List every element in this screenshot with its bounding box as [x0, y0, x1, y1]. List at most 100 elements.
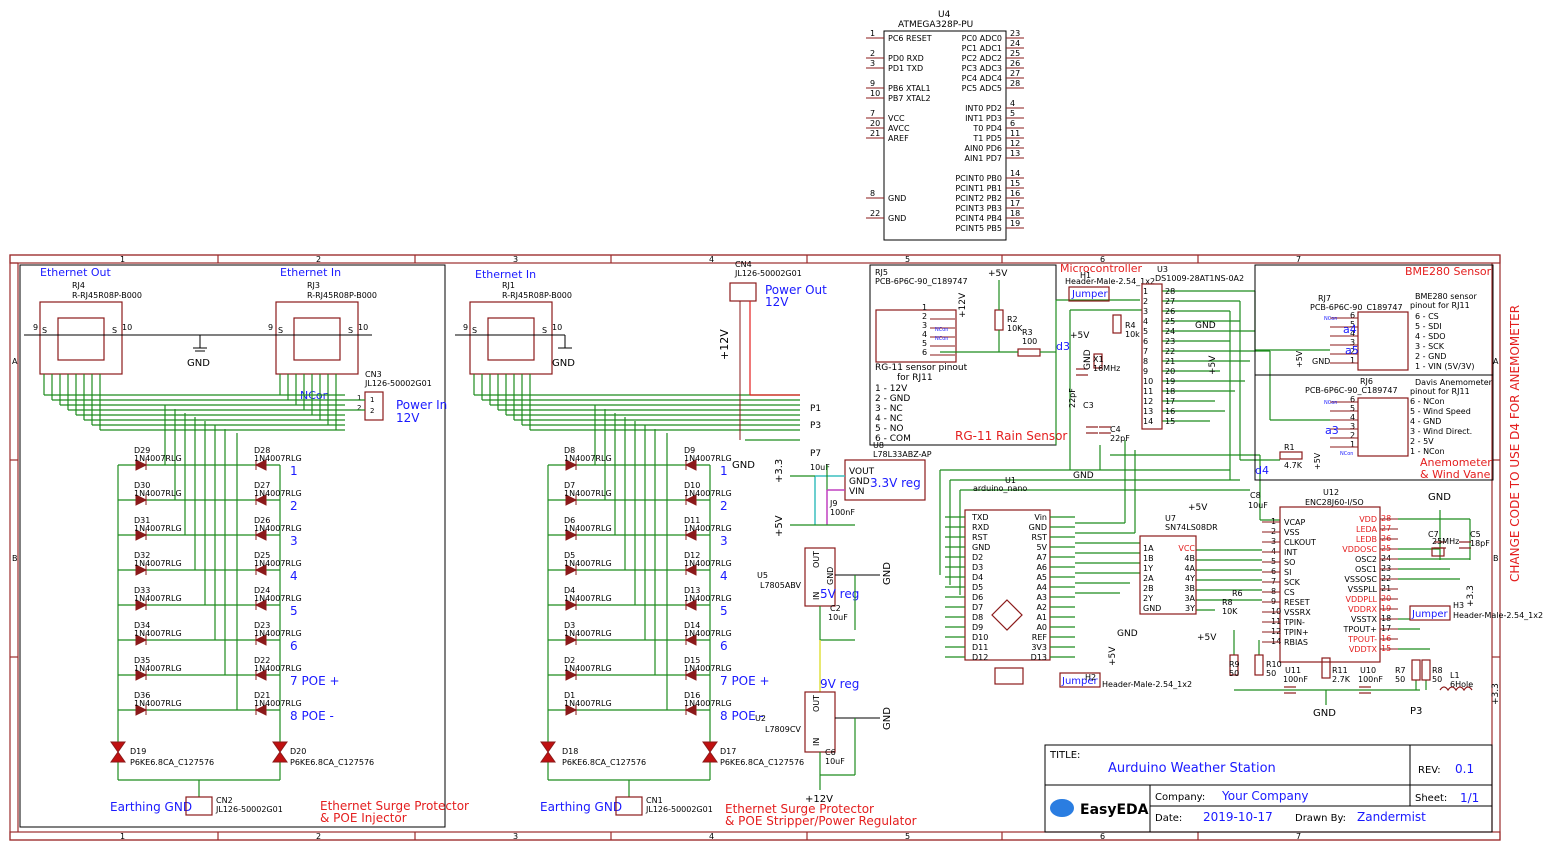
power-out-label: Power Out: [765, 283, 827, 297]
pair-label: 2: [290, 499, 298, 513]
enc-pin-right: LEDA: [1356, 525, 1378, 534]
cn3-part: JL126-50002G01: [364, 379, 432, 388]
nano-pin-right: A3: [1036, 593, 1047, 602]
side-note: CHANGE CODE TO USE D4 FOR ANEMOMETER: [1508, 305, 1522, 582]
enc-pin-left: VCAP: [1284, 518, 1306, 527]
u12-ref: U12: [1323, 488, 1339, 497]
nano-pin-right: A1: [1036, 613, 1047, 622]
u4-pin-name: PCINT3 PB3: [955, 204, 1002, 213]
u5-part: L7805ABV: [760, 581, 802, 590]
anemo-section: RJ6 PCB-6P6C-90_C189747 Davis Anemometer…: [1254, 374, 1494, 481]
rj5-pin-number: 5: [922, 339, 927, 348]
anemo-pin-item: 2 - 5V: [1410, 437, 1434, 446]
diode-ref: D28: [254, 446, 270, 455]
enc-pin-left: VSS: [1284, 528, 1300, 537]
diode-ref: D11: [684, 516, 700, 525]
rj1-connector: [469, 301, 553, 375]
cn2-part: JL126-50002G01: [215, 805, 283, 814]
diode-symbol: [135, 634, 148, 646]
c6-val: 10uF: [825, 757, 845, 766]
u7-ref: U7: [1165, 514, 1176, 523]
diode-ref: D14: [684, 621, 700, 630]
rev-label: REV:: [1418, 765, 1441, 776]
diode-ref: D10: [684, 481, 700, 490]
u4-pin-name: PC5 ADC5: [962, 84, 1002, 93]
nano-pin-right: RST: [1031, 533, 1047, 542]
r2-val: 10K: [1007, 324, 1023, 333]
anemo-note-sub: pinout for RJ11: [1410, 387, 1470, 396]
rj6-part: PCB-6P6C-90_C189747: [1305, 386, 1398, 395]
diode-part: 1N4007RLG: [564, 629, 612, 638]
enc-33-top: +3.3: [1466, 585, 1476, 607]
rj6-pin-number: 4: [1350, 413, 1355, 422]
rain-12v: +12V: [958, 292, 968, 318]
rj7-connector: [1357, 311, 1409, 371]
nano-pin-right: A0: [1036, 623, 1047, 632]
nano-pin-left: D7: [972, 603, 983, 612]
micro-gnd-4: GND: [1117, 629, 1138, 639]
rj7-pin-number: 4: [1350, 329, 1355, 338]
u3-pin-left: 14: [1143, 417, 1153, 426]
mid-pad-label: P7: [810, 449, 821, 459]
diode-symbol: [135, 669, 148, 681]
diode-ref: D9: [684, 446, 695, 455]
diode-ref: D13: [684, 586, 700, 595]
c8-ref: C8: [1250, 491, 1261, 500]
u8-pin-vout: VOUT: [849, 467, 875, 477]
diode-symbol: [684, 494, 697, 506]
ethernet-in-title-mid: Ethernet In: [475, 268, 536, 281]
u5-pin-out: OUT: [812, 551, 821, 568]
frame-col-top: 2: [316, 255, 321, 264]
pair-label: 4: [720, 569, 728, 583]
u5-pin-gnd: GND: [826, 567, 835, 585]
u3-pin-left: 13: [1143, 407, 1153, 416]
cn3-connector: [364, 391, 384, 421]
u3-pin-left: 10: [1143, 377, 1153, 386]
c4-val: 22pF: [1110, 434, 1130, 443]
r2-ref: R2: [1007, 315, 1018, 324]
u5-pin-in: IN: [812, 592, 821, 600]
u3-pin-left: 7: [1143, 347, 1148, 356]
reg-5v-label: +5V: [774, 515, 785, 537]
u7-pin-left: 1B: [1143, 554, 1154, 563]
h3-jumper-label: Jumper: [1411, 609, 1449, 620]
r6-ref: R6: [1232, 589, 1243, 598]
diode-ref: D29: [134, 446, 150, 455]
svg-text:10: 10: [552, 323, 562, 332]
u4-pin-name: PD1 TXD: [888, 64, 923, 73]
power-in-voltage: 12V: [396, 411, 420, 425]
bme-pin-item: 2 - GND: [1415, 352, 1446, 361]
nano-pin-left: D4: [972, 573, 983, 582]
nano-pin-left: GND: [972, 543, 990, 552]
u3-pin-left: 1: [1143, 287, 1148, 296]
anemo-pin-item: 3 - Wind Direct.: [1410, 427, 1472, 436]
diode-part: 1N4007RLG: [254, 594, 302, 603]
diode-part: 1N4007RLG: [254, 629, 302, 638]
u11-ref: U11: [1285, 666, 1301, 675]
svg-text:9: 9: [463, 323, 468, 332]
tvs-d19-ref: D19: [130, 747, 146, 756]
u4-pin-number: 1: [870, 29, 875, 38]
diode-part: 1N4007RLG: [254, 489, 302, 498]
svg-text:S: S: [542, 326, 547, 335]
diode-ref: D27: [254, 481, 270, 490]
u3-pin-left: 5: [1143, 327, 1148, 336]
diode-ref: D23: [254, 621, 270, 630]
easyeda-logo: EasyEDA: [1050, 799, 1149, 818]
u3-socket: [1141, 283, 1163, 430]
diode-ref: D12: [684, 551, 700, 560]
svg-text:S: S: [42, 326, 47, 335]
u4-pin-number: 25: [1010, 49, 1020, 58]
diode-ref: D35: [134, 656, 150, 665]
enc-pin-left: RBIAS: [1284, 638, 1308, 647]
u4-pin-number: 24: [1010, 39, 1020, 48]
rj7-ref: RJ7: [1318, 294, 1331, 303]
diode-ref: D33: [134, 586, 150, 595]
micro-caption: Microcontroller: [1060, 262, 1143, 275]
cn3-ref: CN3: [365, 370, 382, 379]
u4-pin-name: AIN0 PD6: [964, 144, 1002, 153]
